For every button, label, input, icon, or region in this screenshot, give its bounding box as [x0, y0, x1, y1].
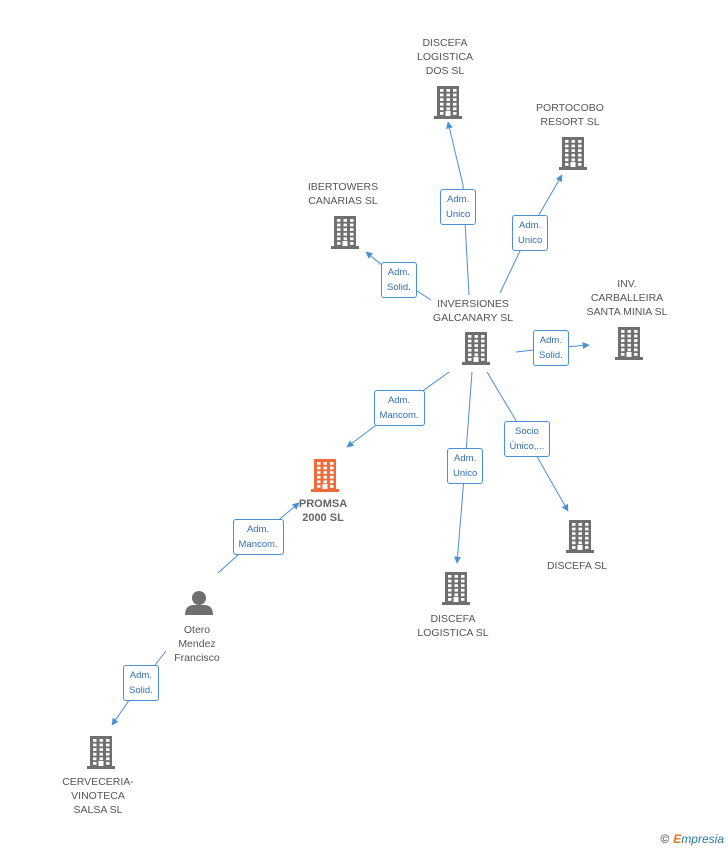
edge-label-inversiones-to-ibertowers[interactable]: Adm. Solid. — [381, 262, 417, 298]
edge-label-otero-to-promsa[interactable]: Adm. Mancom. — [232, 519, 284, 555]
brand-initial: E — [673, 832, 682, 846]
node-label-portocobo[interactable]: PORTOCOBO RESORT SL — [536, 102, 604, 128]
edge-label-inversiones-to-portocobo[interactable]: Adm. Unico — [512, 215, 549, 251]
copyright-symbol: © — [660, 832, 670, 846]
edge-inversiones-to-discefa-dos — [446, 121, 470, 296]
node-label-discefa-log[interactable]: DISCEFA LOGISTICA SL — [417, 613, 489, 639]
empresia-credit[interactable]: ©Empresia — [660, 832, 724, 846]
node-label-inversiones[interactable]: INVERSIONES GALCANARY SL — [432, 298, 514, 324]
node-label-cerveceria[interactable]: CERVECERIA- VINOTECA SALSA SL — [62, 776, 134, 816]
person-icon-otero[interactable] — [185, 591, 213, 615]
building-icon-ibertowers[interactable] — [331, 216, 359, 249]
building-icon-discefa[interactable] — [566, 520, 594, 553]
node-label-discefa-dos[interactable]: DISCEFA LOGISTICA DOS SL — [416, 37, 473, 77]
building-icon-carballeira[interactable] — [615, 327, 643, 360]
building-icon-portocobo[interactable] — [559, 137, 587, 170]
edge-label-inversiones-to-carballeira[interactable]: Adm. Solid. — [533, 330, 569, 366]
edge-label-inversiones-to-discefa-dos[interactable]: Adm. Unico — [440, 189, 477, 225]
edge-label-inversiones-to-promsa[interactable]: Adm. Mancom. — [373, 390, 425, 426]
building-icon-discefa-log[interactable] — [442, 572, 470, 605]
brand-name: mpresia — [681, 832, 724, 846]
node-label-carballeira[interactable]: INV. CARBALLEIRA SANTA MINIA SL — [586, 278, 668, 318]
building-icon-discefa-dos[interactable] — [434, 86, 462, 119]
node-label-ibertowers[interactable]: IBERTOWERS CANARIAS SL — [307, 181, 379, 207]
edge-label-inversiones-to-discefa[interactable]: Socio Único,... — [503, 421, 551, 457]
building-icon-cerveceria[interactable] — [87, 736, 115, 769]
building-icon-inversiones[interactable] — [462, 332, 490, 365]
node-label-discefa[interactable]: DISCEFA SL — [546, 560, 608, 572]
edge-label-inversiones-to-discefa-log[interactable]: Adm. Unico — [447, 448, 484, 484]
main-building-icon-promsa[interactable] — [311, 459, 339, 492]
node-label-otero[interactable]: Otero Mendez Francisco — [174, 624, 220, 664]
edge-label-otero-to-cerveceria[interactable]: Adm. Solid. — [123, 665, 159, 701]
node-label-promsa[interactable]: PROMSA 2000 SL — [298, 498, 348, 524]
